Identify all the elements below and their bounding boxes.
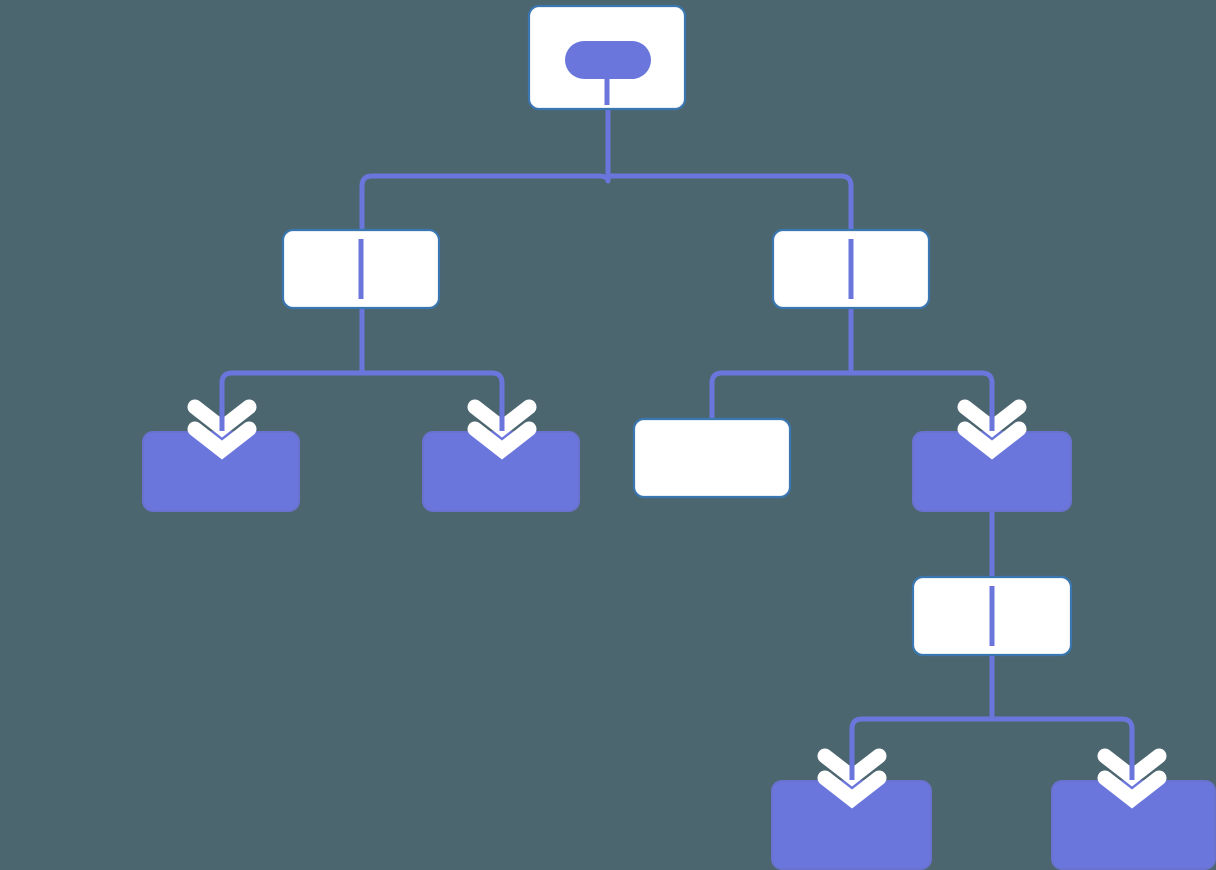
- chevron-stroke: [467, 421, 537, 460]
- chevron-stroke: [817, 770, 887, 809]
- markers-layer: [187, 387, 1167, 809]
- chevron-stroke: [957, 421, 1027, 460]
- plain-node-c-shape[interactable]: [632, 417, 792, 499]
- edges-layer: [219, 110, 1135, 780]
- connector-edge-level4-to-leaf-f: [989, 656, 1135, 780]
- connector-edge-level2-right-to-plain-c: [709, 309, 854, 418]
- connector-edge-level2-left-to-leaf-b: [359, 309, 505, 431]
- connector-edge-level2-right-to-branch-d: [848, 309, 995, 431]
- connector-edge-root-to-level2-left: [359, 110, 611, 229]
- connector-edge-level2-left-to-leaf-a: [219, 309, 365, 431]
- connector-overlay-layer: [358, 77, 995, 646]
- chevron-stroke: [187, 421, 257, 460]
- chevron-stroke: [1097, 770, 1167, 809]
- root-node[interactable]: [527, 4, 687, 111]
- plain-node-c[interactable]: [632, 417, 792, 499]
- connector-edge-level4-to-leaf-e: [849, 656, 995, 780]
- connector-edge-root-to-level2-right: [605, 110, 854, 229]
- root-pill-badge: [565, 41, 651, 79]
- nodes-layer: [142, 4, 1216, 870]
